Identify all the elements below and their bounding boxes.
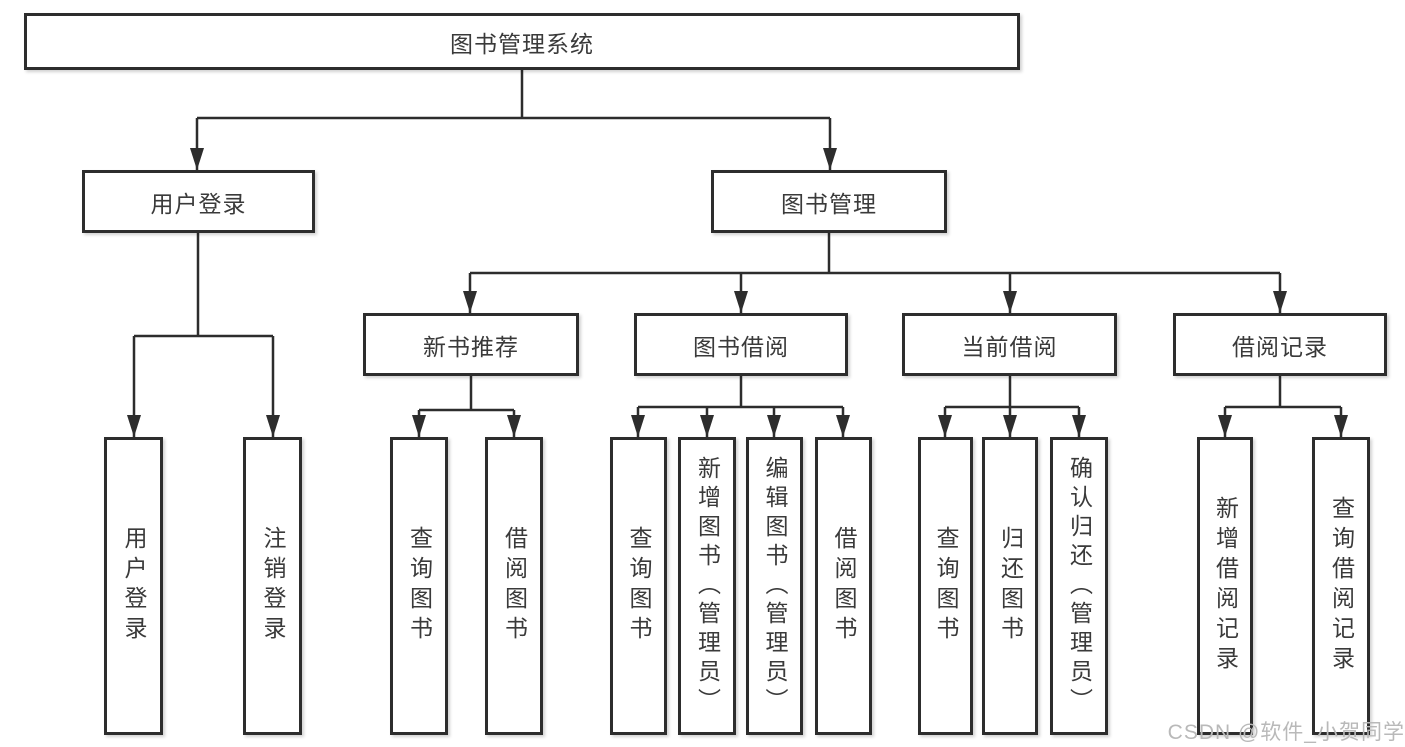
node-root: 图书管理系统 xyxy=(24,13,1020,70)
csdn-watermark: CSDN @软件_小贺同学 xyxy=(1167,721,1405,744)
node-book-borrow-label: 图书借阅 xyxy=(693,333,789,360)
node-current-borrow-label: 当前借阅 xyxy=(961,333,1058,360)
leaf-borrow-books-recommend: 借阅图书 xyxy=(485,437,543,735)
leaf-add-borrow-record: 新增借阅记录 xyxy=(1197,437,1253,735)
leaf-confirm-return-admin: 确认归还（管理员） xyxy=(1050,437,1108,735)
node-new-book-recommend: 新书推荐 xyxy=(363,313,579,376)
node-root-label: 图书管理系统 xyxy=(450,30,594,57)
leaf-query-books-recommend: 查询图书 xyxy=(390,437,448,735)
node-borrow-records-label: 借阅记录 xyxy=(1232,333,1328,360)
leaf-return-book: 归还图书 xyxy=(982,437,1038,735)
leaf-query-borrow-record: 查询借阅记录 xyxy=(1312,437,1370,735)
leaf-query-books-borrow: 查询图书 xyxy=(610,437,667,735)
leaf-query-books-current: 查询图书 xyxy=(918,437,973,735)
node-user-login-label: 用户登录 xyxy=(150,190,247,217)
leaf-edit-book-admin: 编辑图书（管理员） xyxy=(746,437,803,735)
leaf-add-book-admin: 新增图书（管理员） xyxy=(678,437,736,735)
node-book-management-label: 图书管理 xyxy=(781,190,877,217)
node-current-borrow: 当前借阅 xyxy=(902,313,1117,376)
node-book-management: 图书管理 xyxy=(711,170,947,233)
node-book-borrow: 图书借阅 xyxy=(634,313,848,376)
leaf-user-login: 用户登录 xyxy=(104,437,163,735)
node-borrow-records: 借阅记录 xyxy=(1173,313,1387,376)
leaf-logout: 注销登录 xyxy=(243,437,302,735)
leaf-borrow-books: 借阅图书 xyxy=(815,437,872,735)
node-new-book-recommend-label: 新书推荐 xyxy=(423,333,519,360)
node-user-login: 用户登录 xyxy=(82,170,315,233)
